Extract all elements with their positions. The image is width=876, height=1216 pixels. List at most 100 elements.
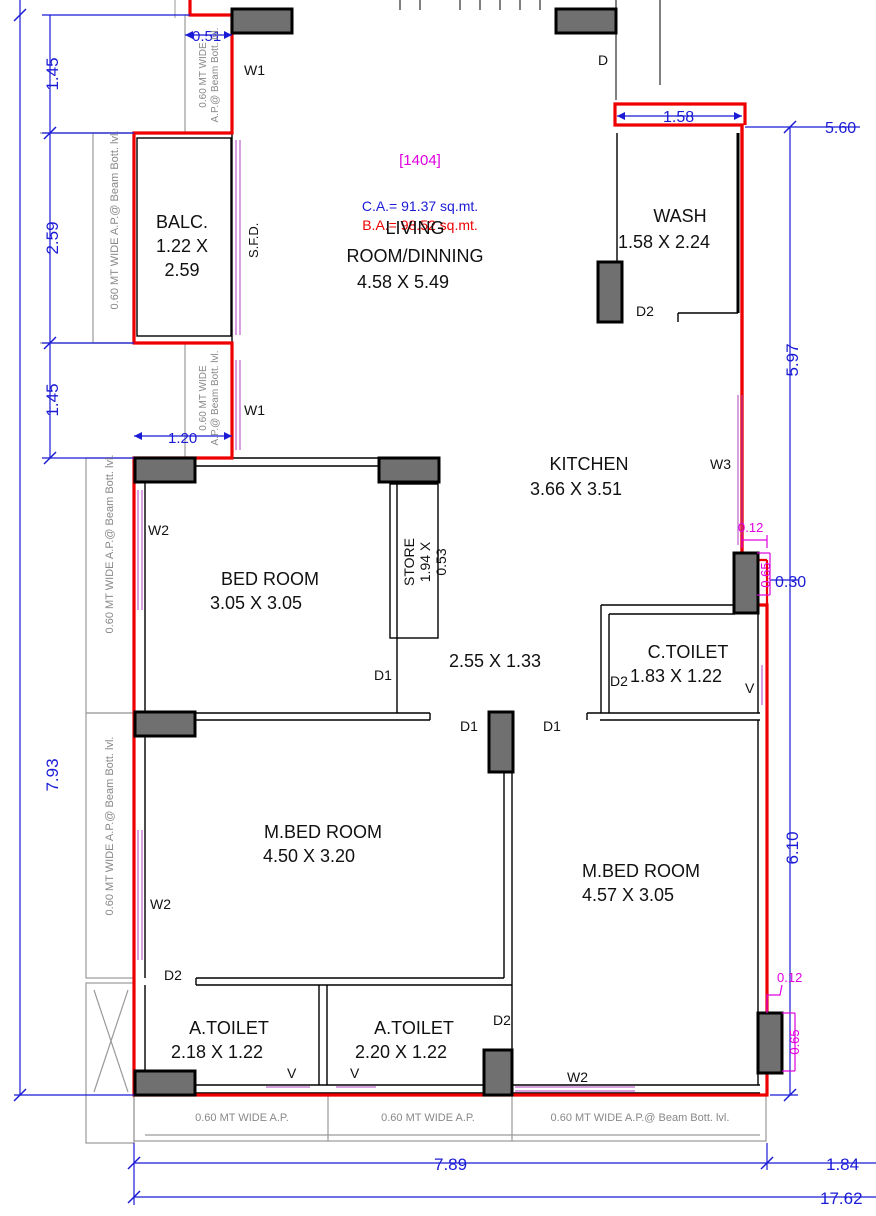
dim-0-30: 0.30 <box>775 574 806 591</box>
dim-left-7-93: 7.93 <box>43 758 62 791</box>
dimension-labels: 1.45 2.59 1.45 7.93 0.51 1.20 1.58 5.60 … <box>43 28 863 1208</box>
ap-label-bottom-3: 0.60 MT WIDE A.P.@ Beam Bott. lvl. <box>551 1112 730 1124</box>
balc-size-2: 2.59 <box>164 260 199 280</box>
master-bed-1-name: M.BED ROOM <box>264 822 382 842</box>
columns <box>133 7 784 1097</box>
ap-label-mid-1: 0.60 MT WIDE <box>198 365 209 431</box>
column <box>133 1069 197 1097</box>
ap-label-mid-2: A.P.@ Beam Bott. lvl. <box>210 350 221 445</box>
ap-label-left-lower: 0.60 MT WIDE A.P.@ Beam Bott. lvl. <box>104 737 116 916</box>
dim-5-97: 5.97 <box>783 343 802 376</box>
balc-name: BALC. <box>156 212 208 232</box>
column <box>596 260 624 324</box>
living-name-2: ROOM/DINNING <box>347 246 484 266</box>
door-tag-d1-bed: D1 <box>374 667 392 683</box>
column <box>756 1011 784 1075</box>
passage-size: 2.55 X 1.33 <box>449 651 541 671</box>
window-tag-w2-mbed2: W2 <box>567 1069 588 1085</box>
vent-tag-ctoilet: V <box>745 680 755 696</box>
window-tag-w3: W3 <box>710 456 731 472</box>
door-tag-d1-mbed2: D1 <box>543 718 561 734</box>
door-tag-d1-mbed1: D1 <box>460 718 478 734</box>
carpet-area: C.A.= 91.37 sq.mt. <box>362 198 478 214</box>
ap-label-left-upper: 0.60 MT WIDE A.P.@ Beam Bott. lvl. <box>104 455 116 634</box>
vent-tag-atoilet2: V <box>350 1065 360 1081</box>
door-tag-d: D <box>598 52 608 68</box>
master-bed-2-size: 4.57 X 3.05 <box>582 885 674 905</box>
unit-outline <box>132 0 769 1097</box>
ap-labels: 0.60 MT WIDE A.P.@ Beam Bott. lvl. 0.60 … <box>104 27 729 1124</box>
mag-0-12-bottom: 0.12 <box>777 970 802 985</box>
store-label: STORE 1.94 X 0.53 <box>401 538 449 586</box>
column <box>133 456 197 484</box>
master-bed-1-size: 4.50 X 3.20 <box>263 846 355 866</box>
window-tag-w2-bed: W2 <box>148 522 169 538</box>
windows <box>137 140 763 1092</box>
ap-label-top-1: 0.60 MT WIDE <box>198 42 209 108</box>
c-toilet-name: C.TOILET <box>648 642 729 662</box>
door-tag-d2-wash: D2 <box>636 303 654 319</box>
column <box>377 456 441 484</box>
store-size-1: 1.94 X <box>417 541 433 582</box>
bed-room-size: 3.05 X 3.05 <box>210 593 302 613</box>
column <box>133 710 197 738</box>
master-bed-2-name: M.BED ROOM <box>582 861 700 881</box>
room-labels: LIVING ROOM/DINNING 4.58 X 5.49 BALC. 1.… <box>156 206 728 1062</box>
dim-bottom-17-62: 17.62 <box>820 1189 863 1208</box>
ap-label-bottom-2: 0.60 MT WIDE A.P. <box>381 1112 475 1124</box>
dimension-ticks <box>13 8 797 1204</box>
opening-tags: D D2 D1 D2 D1 D1 D2 D2 W1 W1 W2 W2 W2 W3… <box>148 52 755 1085</box>
dim-0-51: 0.51 <box>192 28 221 45</box>
dim-1-20: 1.20 <box>168 430 197 447</box>
attached-toilet-2-name: A.TOILET <box>374 1018 454 1038</box>
ap-label-balc: 0.60 MT WIDE A.P.@ Beam Bott. lvl. <box>109 131 121 310</box>
kitchen-size: 3.66 X 3.51 <box>530 479 622 499</box>
dim-6-10: 6.10 <box>783 831 802 864</box>
door-tag-d2-atoilet1: D2 <box>164 967 182 983</box>
c-toilet-size: 1.83 X 1.22 <box>630 666 722 686</box>
wash-name: WASH <box>653 206 706 226</box>
column <box>482 1048 514 1097</box>
dim-left-2-59: 2.59 <box>43 221 62 254</box>
magenta-dimension-labels: 0.12 0.65 0.12 0.65 <box>738 520 802 1055</box>
dim-bottom-1-84: 1.84 <box>826 1155 859 1174</box>
column <box>230 7 294 35</box>
hatch-ledge <box>85 982 135 1144</box>
door-tag-d2-atoilet2: D2 <box>493 1012 511 1028</box>
dim-bottom-7-89: 7.89 <box>434 1155 467 1174</box>
attached-toilet-2-size: 2.20 X 1.22 <box>355 1042 447 1062</box>
dim-left-1-45-top: 1.45 <box>43 57 62 90</box>
store-name: STORE <box>401 538 417 586</box>
magenta-dimension-lines <box>741 535 796 1072</box>
living-size: 4.58 X 5.49 <box>357 272 449 292</box>
dim-1-58: 1.58 <box>663 109 694 126</box>
column <box>554 7 618 35</box>
store-size-2: 0.53 <box>433 548 449 575</box>
bed-room-name: BED ROOM <box>221 569 319 589</box>
window-tag-w1-top: W1 <box>244 62 265 78</box>
balc-size-1: 1.22 X <box>156 236 208 256</box>
door-tag-d2-ctoilet: D2 <box>610 673 628 689</box>
living-name-1: LIVING <box>385 218 444 238</box>
ap-label-top-2: A.P.@ Beam Bott. lvl. <box>210 27 221 122</box>
dim-5-60: 5.60 <box>825 120 856 137</box>
plan-number: [1404] <box>399 152 441 169</box>
dim-left-1-45-bottom: 1.45 <box>43 383 62 416</box>
dimension-arrows <box>134 31 742 440</box>
mag-0-12-top: 0.12 <box>738 520 763 535</box>
column <box>732 551 760 615</box>
mag-0-65-top: 0.65 <box>758 562 773 587</box>
interior-walls <box>136 15 760 1095</box>
dimension-lines <box>14 0 876 1205</box>
attached-toilet-1-size: 2.18 X 1.22 <box>171 1042 263 1062</box>
kitchen-name: KITCHEN <box>549 454 628 474</box>
window-tag-w1-mid: W1 <box>244 402 265 418</box>
vent-tag-atoilet1: V <box>287 1065 297 1081</box>
mag-0-65-bottom: 0.65 <box>787 1029 802 1054</box>
built-up-area: B.A.= 98.52 sq.mt. <box>362 217 478 233</box>
wash-size: 1.58 X 2.24 <box>618 232 710 252</box>
sfd-label: S.F.D. <box>246 223 261 258</box>
attached-toilet-1-name: A.TOILET <box>189 1018 269 1038</box>
window-tag-w2-mbed1: W2 <box>150 896 171 912</box>
